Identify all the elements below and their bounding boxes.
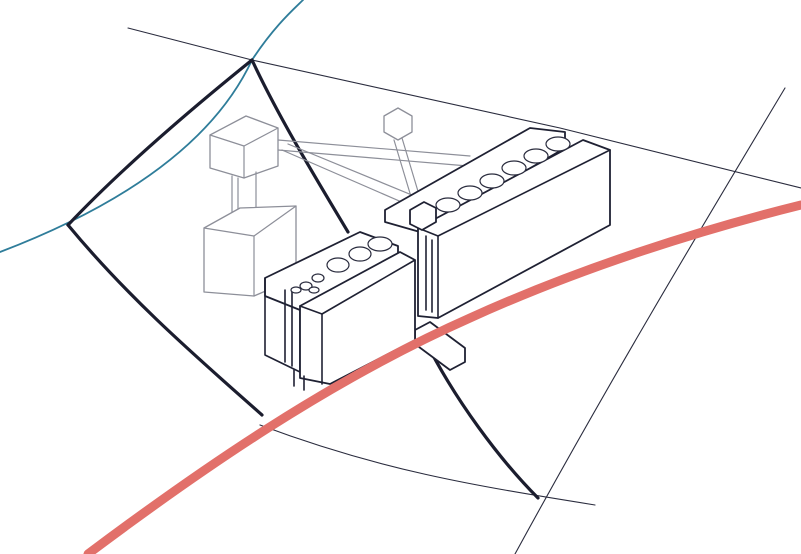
site-boundary (66, 58, 540, 500)
large-block-cylinders (435, 136, 571, 213)
boundary-right-lower (423, 338, 540, 500)
right-diagonal-line (514, 87, 786, 554)
red-curve (83, 200, 801, 554)
top-horizon-line (127, 27, 801, 189)
perspective-guide-lines (127, 27, 801, 554)
small-module-block (264, 231, 416, 391)
bottom-arc-line (259, 424, 596, 506)
large-module-block (384, 127, 611, 371)
boundary-left-edge (66, 58, 254, 227)
ghost-tower (203, 107, 471, 297)
boundary-left-lower (66, 223, 264, 417)
boundary-inner-diagonal (250, 58, 350, 234)
small-block-cylinders (290, 236, 393, 294)
